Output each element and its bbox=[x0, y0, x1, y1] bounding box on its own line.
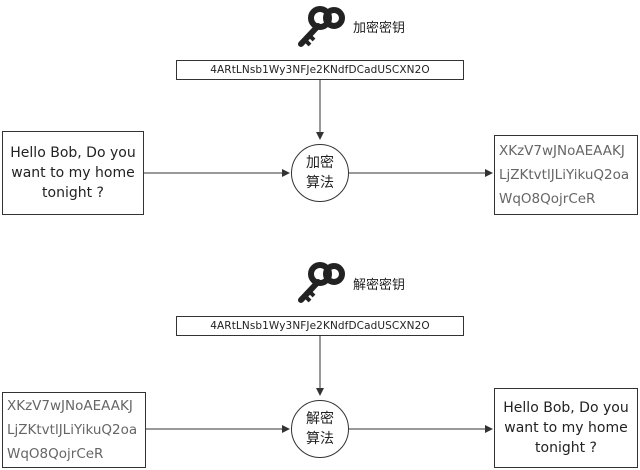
plaintext-line: tonight ? bbox=[535, 440, 597, 456]
ciphertext-line: WqO8QojrCeR bbox=[499, 191, 596, 207]
plaintext-line: tonight ? bbox=[42, 185, 104, 201]
encrypt-algorithm-node: 加密 算法 bbox=[291, 144, 349, 202]
plaintext-line: Hello Bob, Do you bbox=[10, 145, 136, 161]
algorithm-label-line: 加密 bbox=[306, 155, 334, 171]
algorithm-label-line: 算法 bbox=[306, 175, 334, 191]
encrypt-key-label: 加密密钥 bbox=[353, 21, 406, 36]
ciphertext-line: LjZKtvtlJLiYikuQ2oa bbox=[499, 167, 630, 183]
ciphertext-line: LjZKtvtlJLiYikuQ2oa bbox=[7, 422, 138, 438]
algorithm-label-line: 算法 bbox=[306, 431, 334, 447]
key-icon bbox=[298, 6, 345, 47]
plaintext-output-box: Hello Bob, Do you want to my home tonigh… bbox=[494, 388, 638, 468]
ciphertext-line: XKzV7wJNoAEAAKJ bbox=[499, 143, 625, 159]
plaintext-input-box: Hello Bob, Do you want to my home tonigh… bbox=[2, 131, 144, 215]
ciphertext-output-box: XKzV7wJNoAEAAKJ LjZKtvtlJLiYikuQ2oa WqO8… bbox=[494, 135, 638, 215]
algorithm-label-line: 解密 bbox=[306, 411, 334, 427]
ciphertext-line: XKzV7wJNoAEAAKJ bbox=[7, 398, 133, 414]
ciphertext-input-box: XKzV7wJNoAEAAKJ LjZKtvtlJLiYikuQ2oa WqO8… bbox=[2, 392, 146, 468]
ciphertext-line: WqO8QojrCeR bbox=[7, 446, 104, 462]
decrypt-key-label: 解密密钥 bbox=[353, 278, 406, 293]
decrypt-algorithm-node: 解密 算法 bbox=[291, 400, 349, 458]
plaintext-line: Hello Bob, Do you bbox=[503, 400, 629, 416]
plaintext-line: want to my home bbox=[11, 165, 135, 181]
key-icon bbox=[298, 262, 345, 303]
decrypt-key-value: 4ARtLNsb1Wy3NFJe2KNdfDCadUSCXN2O bbox=[176, 316, 464, 336]
encrypt-key-value: 4ARtLNsb1Wy3NFJe2KNdfDCadUSCXN2O bbox=[176, 60, 464, 80]
plaintext-line: want to my home bbox=[504, 420, 628, 436]
